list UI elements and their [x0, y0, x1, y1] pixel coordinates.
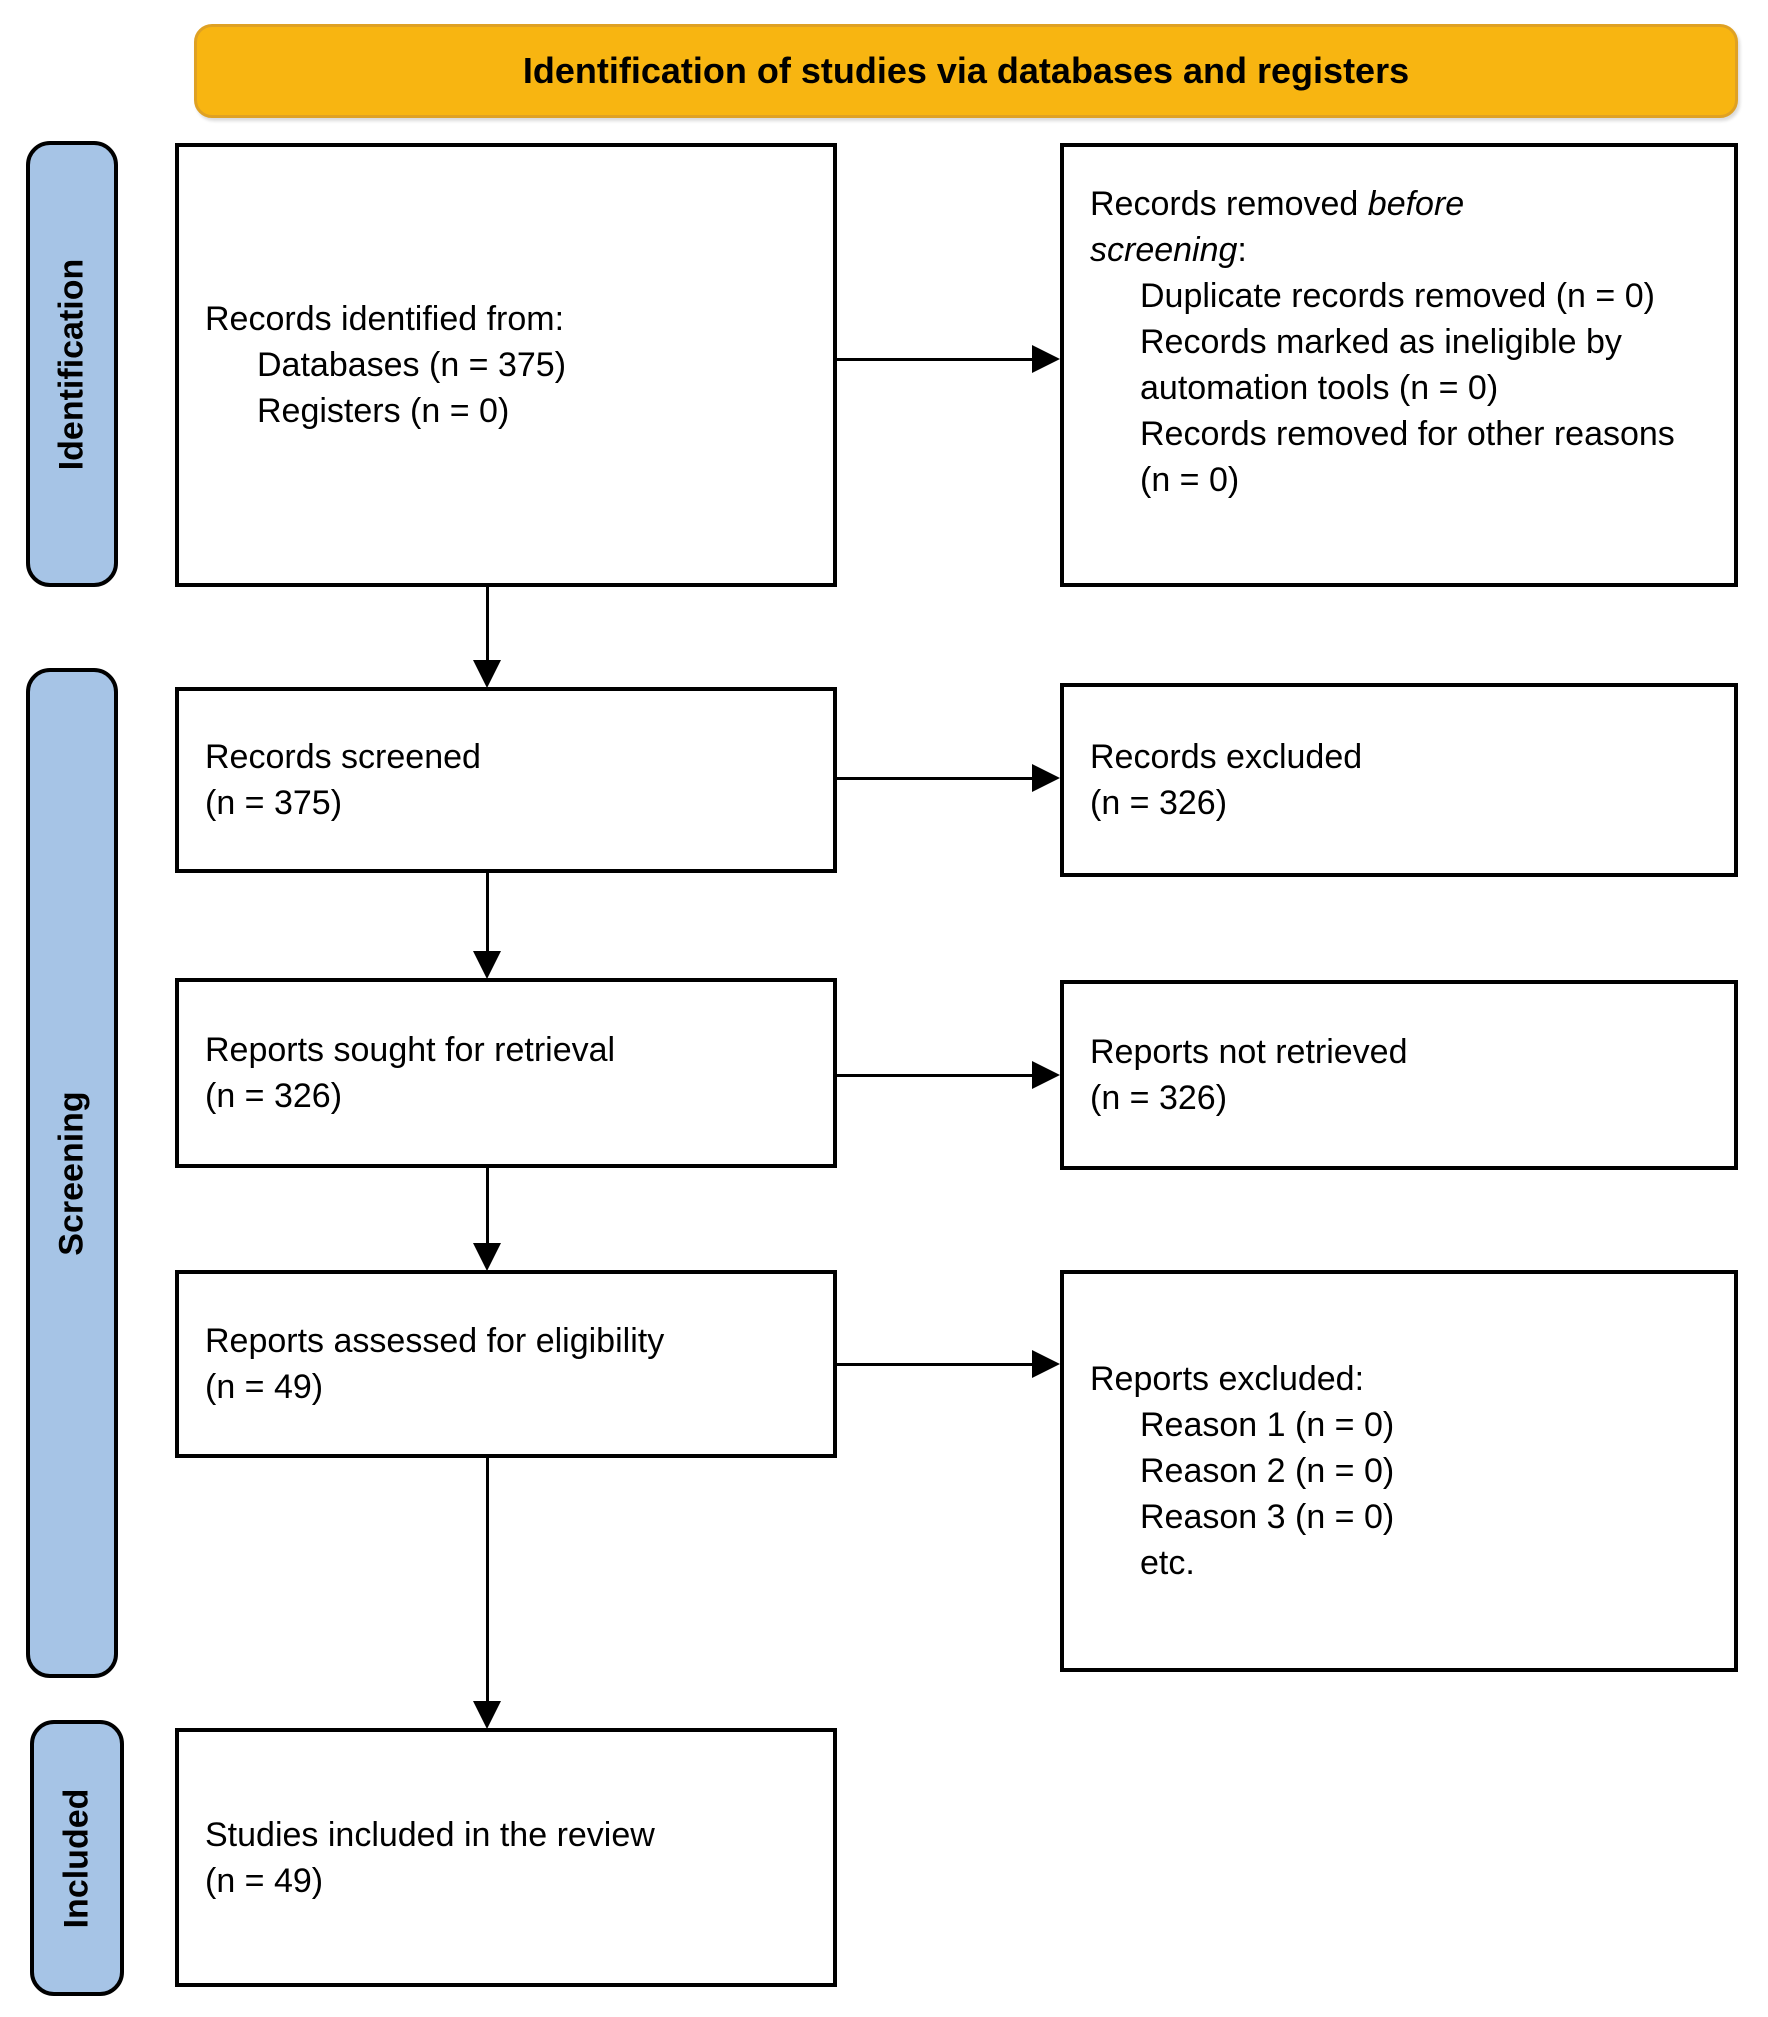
- reports-assessed-line1: Reports assessed for eligibility: [205, 1322, 665, 1360]
- stage-identification: Identification: [26, 141, 118, 587]
- box-studies-included: Studies included in the review (n = 49): [175, 1728, 837, 1987]
- banner-title: Identification of studies via databases …: [194, 24, 1738, 118]
- stage-identification-label: Identification: [52, 258, 91, 470]
- reports-excluded-item: etc.: [1140, 1544, 1195, 1582]
- arrowhead-down-icon: [473, 660, 501, 688]
- arrow-sought-to-assessed: [473, 1168, 501, 1271]
- box-records-screened: Records screened (n = 375): [175, 687, 837, 873]
- box-reports-excluded: Reports excluded: Reason 1 (n = 0) Reaso…: [1060, 1270, 1738, 1672]
- reports-not-retrieved-count: (n = 326): [1090, 1079, 1228, 1117]
- arrowhead-right-icon: [1032, 764, 1060, 792]
- arrow-screened-to-excluded: [837, 764, 1060, 792]
- arrowhead-down-icon: [473, 951, 501, 979]
- box-reports-assessed: Reports assessed for eligibility (n = 49…: [175, 1270, 837, 1458]
- records-excluded-count: (n = 326): [1090, 784, 1228, 822]
- stage-included: Included: [30, 1720, 124, 1996]
- records-identified-item: Databases (n = 375): [257, 346, 567, 384]
- reports-assessed-count: (n = 49): [205, 1368, 324, 1406]
- box-records-identified: Records identified from: Databases (n = …: [175, 143, 837, 587]
- box-reports-not-retrieved: Reports not retrieved (n = 326): [1060, 980, 1738, 1170]
- records-identified-item: Registers (n = 0): [257, 392, 510, 430]
- reports-sought-line1: Reports sought for retrieval: [205, 1031, 616, 1069]
- studies-included-count: (n = 49): [205, 1861, 324, 1900]
- stage-screening-label: Screening: [52, 1090, 91, 1256]
- reports-excluded-item: Reason 1 (n = 0): [1140, 1406, 1395, 1444]
- reports-excluded-item: Reason 3 (n = 0): [1140, 1498, 1395, 1536]
- reports-not-retrieved-line1: Reports not retrieved: [1090, 1033, 1408, 1071]
- records-removed-title-colon: :: [1237, 231, 1247, 269]
- records-screened-line1: Records screened: [205, 738, 481, 776]
- records-removed-title-normal: Records removed: [1090, 185, 1368, 223]
- records-removed-item: Duplicate records removed (n = 0): [1140, 277, 1655, 315]
- records-removed-title: Records removed before screening:: [1090, 181, 1710, 273]
- stage-included-label: Included: [57, 1788, 96, 1928]
- arrow-screened-to-sought: [473, 873, 501, 979]
- records-removed-title-italic: screening: [1090, 231, 1238, 269]
- arrowhead-right-icon: [1032, 345, 1060, 373]
- arrowhead-right-icon: [1032, 1350, 1060, 1378]
- records-removed-title-italic: before: [1367, 185, 1465, 223]
- reports-excluded-title: Reports excluded:: [1090, 1360, 1365, 1398]
- box-reports-sought: Reports sought for retrieval (n = 326): [175, 978, 837, 1168]
- box-records-removed-before-screening: Records removed before screening: Duplica…: [1060, 143, 1738, 587]
- arrowhead-right-icon: [1032, 1061, 1060, 1089]
- arrow-assessed-to-included: [473, 1458, 501, 1729]
- arrowhead-down-icon: [473, 1243, 501, 1271]
- arrowhead-down-icon: [473, 1701, 501, 1729]
- arrow-identified-to-removed: [837, 345, 1060, 373]
- reports-sought-count: (n = 326): [205, 1077, 343, 1115]
- records-identified-title: Records identified from:: [205, 300, 565, 338]
- stage-screening: Screening: [26, 668, 118, 1678]
- records-removed-item: Records marked as ineligible by automati…: [1140, 323, 1622, 407]
- reports-excluded-item: Reason 2 (n = 0): [1140, 1452, 1395, 1490]
- arrow-assessed-to-rexcluded: [837, 1350, 1060, 1378]
- records-removed-item: Records removed for other reasons (n = 0…: [1140, 415, 1675, 499]
- arrow-identified-to-screened: [473, 587, 501, 688]
- box-records-excluded: Records excluded (n = 326): [1060, 683, 1738, 877]
- arrow-sought-to-not-retrieved: [837, 1061, 1060, 1089]
- studies-included-line1: Studies included in the review: [205, 1815, 655, 1854]
- records-excluded-line1: Records excluded: [1090, 738, 1363, 776]
- records-screened-count: (n = 375): [205, 784, 343, 822]
